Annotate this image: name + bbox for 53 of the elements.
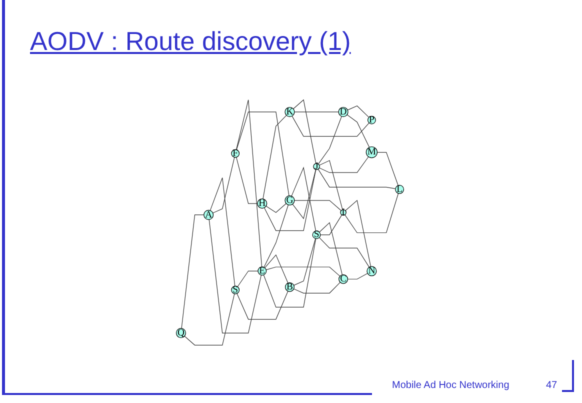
connector: [262, 115, 287, 200]
connector: [264, 254, 288, 284]
node-circle: E: [258, 266, 267, 276]
connector: [292, 116, 370, 137]
node-circle: N: [366, 266, 377, 276]
connector: [294, 282, 340, 294]
connector: [376, 152, 398, 186]
connector: [264, 204, 289, 268]
connector: [237, 270, 258, 288]
node-circle: C: [338, 274, 348, 284]
connector: [294, 200, 342, 211]
connector: [236, 100, 262, 268]
connector: [212, 157, 235, 214]
connector: [318, 237, 370, 268]
node-circle: M: [366, 146, 378, 158]
footer-text: Mobile Ad Hoc Networking: [392, 380, 510, 391]
connector: [263, 238, 316, 308]
connector: [210, 177, 236, 286]
node-circle: D: [338, 106, 348, 117]
node-circle: L: [395, 184, 404, 194]
connector: [294, 238, 316, 286]
slide-title: AODV : Route discovery (1): [30, 26, 351, 57]
connector: [319, 222, 343, 276]
connector: [346, 114, 370, 148]
node-circle: A: [204, 210, 214, 220]
node-circle: S: [312, 230, 321, 240]
connector: [319, 156, 369, 173]
connector: [318, 116, 342, 164]
connector: [320, 214, 342, 236]
node-circle: G: [284, 195, 295, 206]
connector: [208, 219, 262, 334]
connector: [266, 266, 340, 276]
connector: [236, 156, 258, 204]
node-circle: K: [284, 106, 295, 117]
connector: [236, 290, 288, 320]
connector: [292, 169, 316, 220]
page-number: 47: [546, 380, 558, 391]
connector: [344, 193, 399, 234]
connector: [291, 166, 316, 232]
connector: [292, 99, 316, 164]
node-circle: Q: [176, 328, 186, 338]
connector: [236, 112, 290, 196]
connector: [181, 214, 204, 329]
node-circle: B: [284, 282, 294, 292]
node-circle: H: [257, 198, 268, 209]
connector: [318, 168, 396, 190]
node-circle: J: [313, 163, 320, 170]
connector: [345, 200, 372, 267]
connector: [184, 293, 235, 346]
connector: [264, 169, 316, 231]
node-circle: I: [340, 209, 346, 216]
connector: [347, 273, 368, 280]
connector: [319, 160, 343, 210]
